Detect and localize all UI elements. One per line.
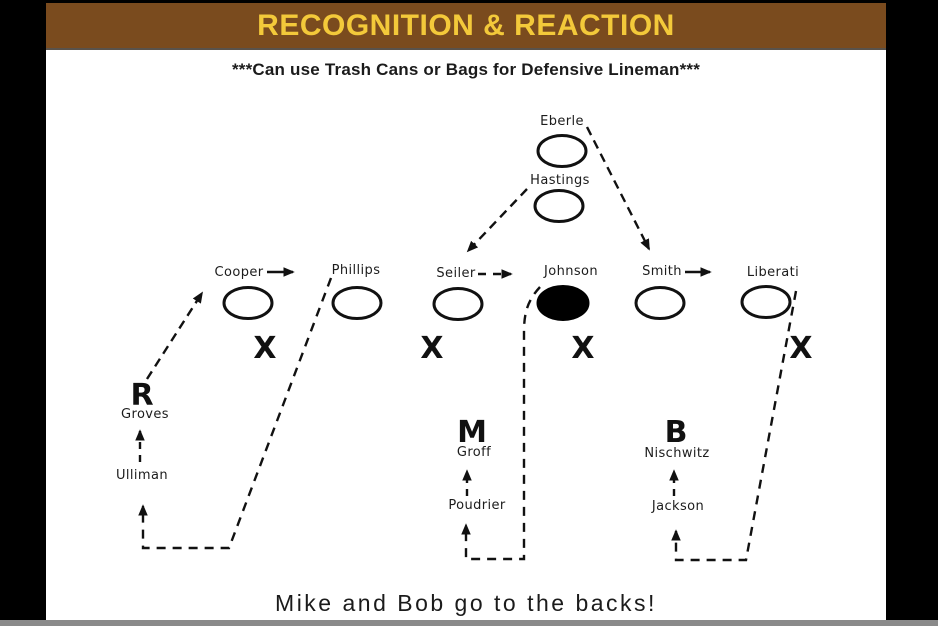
circle-smith — [634, 286, 686, 320]
arrow-hastings-to-seiler — [466, 188, 528, 253]
footer-note: Mike and Bob go to the backs! — [275, 590, 657, 616]
player-label-cooper: Cooper — [214, 265, 264, 280]
circle-phillips — [331, 286, 383, 320]
path-johnson-to-poudrier — [461, 286, 541, 561]
defender-name-groves: Groves — [121, 407, 169, 422]
defender-letter-r: R — [130, 378, 154, 413]
nextup-name-jackson: Jackson — [651, 499, 705, 514]
path-phillips-to-ulliman — [138, 277, 333, 550]
player-label-seiler: Seiler — [436, 266, 476, 281]
bottom-strip — [0, 620, 938, 626]
nextup-name-ulliman: Ulliman — [115, 468, 169, 483]
dlineman-x-mark-1: X — [253, 331, 277, 366]
defender-letter-b: B — [664, 415, 688, 450]
slide-subtitle: ***Can use Trash Cans or Bags for Defens… — [231, 60, 701, 79]
dlineman-x-mark-4: X — [789, 331, 813, 366]
player-label-liberati: Liberati — [746, 265, 800, 280]
defender-letter-m: M — [457, 415, 487, 450]
circle-seiler — [432, 287, 484, 321]
defender-name-groff: Groff — [456, 445, 492, 460]
dlineman-x-mark-3: X — [571, 331, 595, 366]
arrow-groves-to-cooper — [145, 291, 204, 380]
player-label-eberle: Eberle — [540, 114, 584, 129]
player-label-hastings: Hastings — [530, 173, 590, 188]
player-label-johnson: Johnson — [543, 264, 599, 279]
slide-header: RECOGNITION & REACTION — [46, 3, 886, 50]
circle-hastings — [533, 189, 585, 223]
path-liberati-to-jackson — [671, 290, 798, 562]
player-label-phillips: Phillips — [331, 263, 381, 278]
slide-title: RECOGNITION & REACTION — [257, 8, 675, 42]
defender-name-nischwitz: Nischwitz — [644, 446, 710, 461]
circle-cooper — [222, 286, 274, 320]
player-label-smith: Smith — [642, 264, 682, 279]
dlineman-x-mark-2: X — [420, 331, 444, 366]
circle-johnson-filled — [536, 285, 590, 321]
nextup-name-poudrier: Poudrier — [448, 498, 506, 513]
circle-liberati — [740, 285, 792, 319]
circle-eberle — [536, 134, 588, 168]
arrow-eberle-to-smith — [585, 126, 651, 251]
